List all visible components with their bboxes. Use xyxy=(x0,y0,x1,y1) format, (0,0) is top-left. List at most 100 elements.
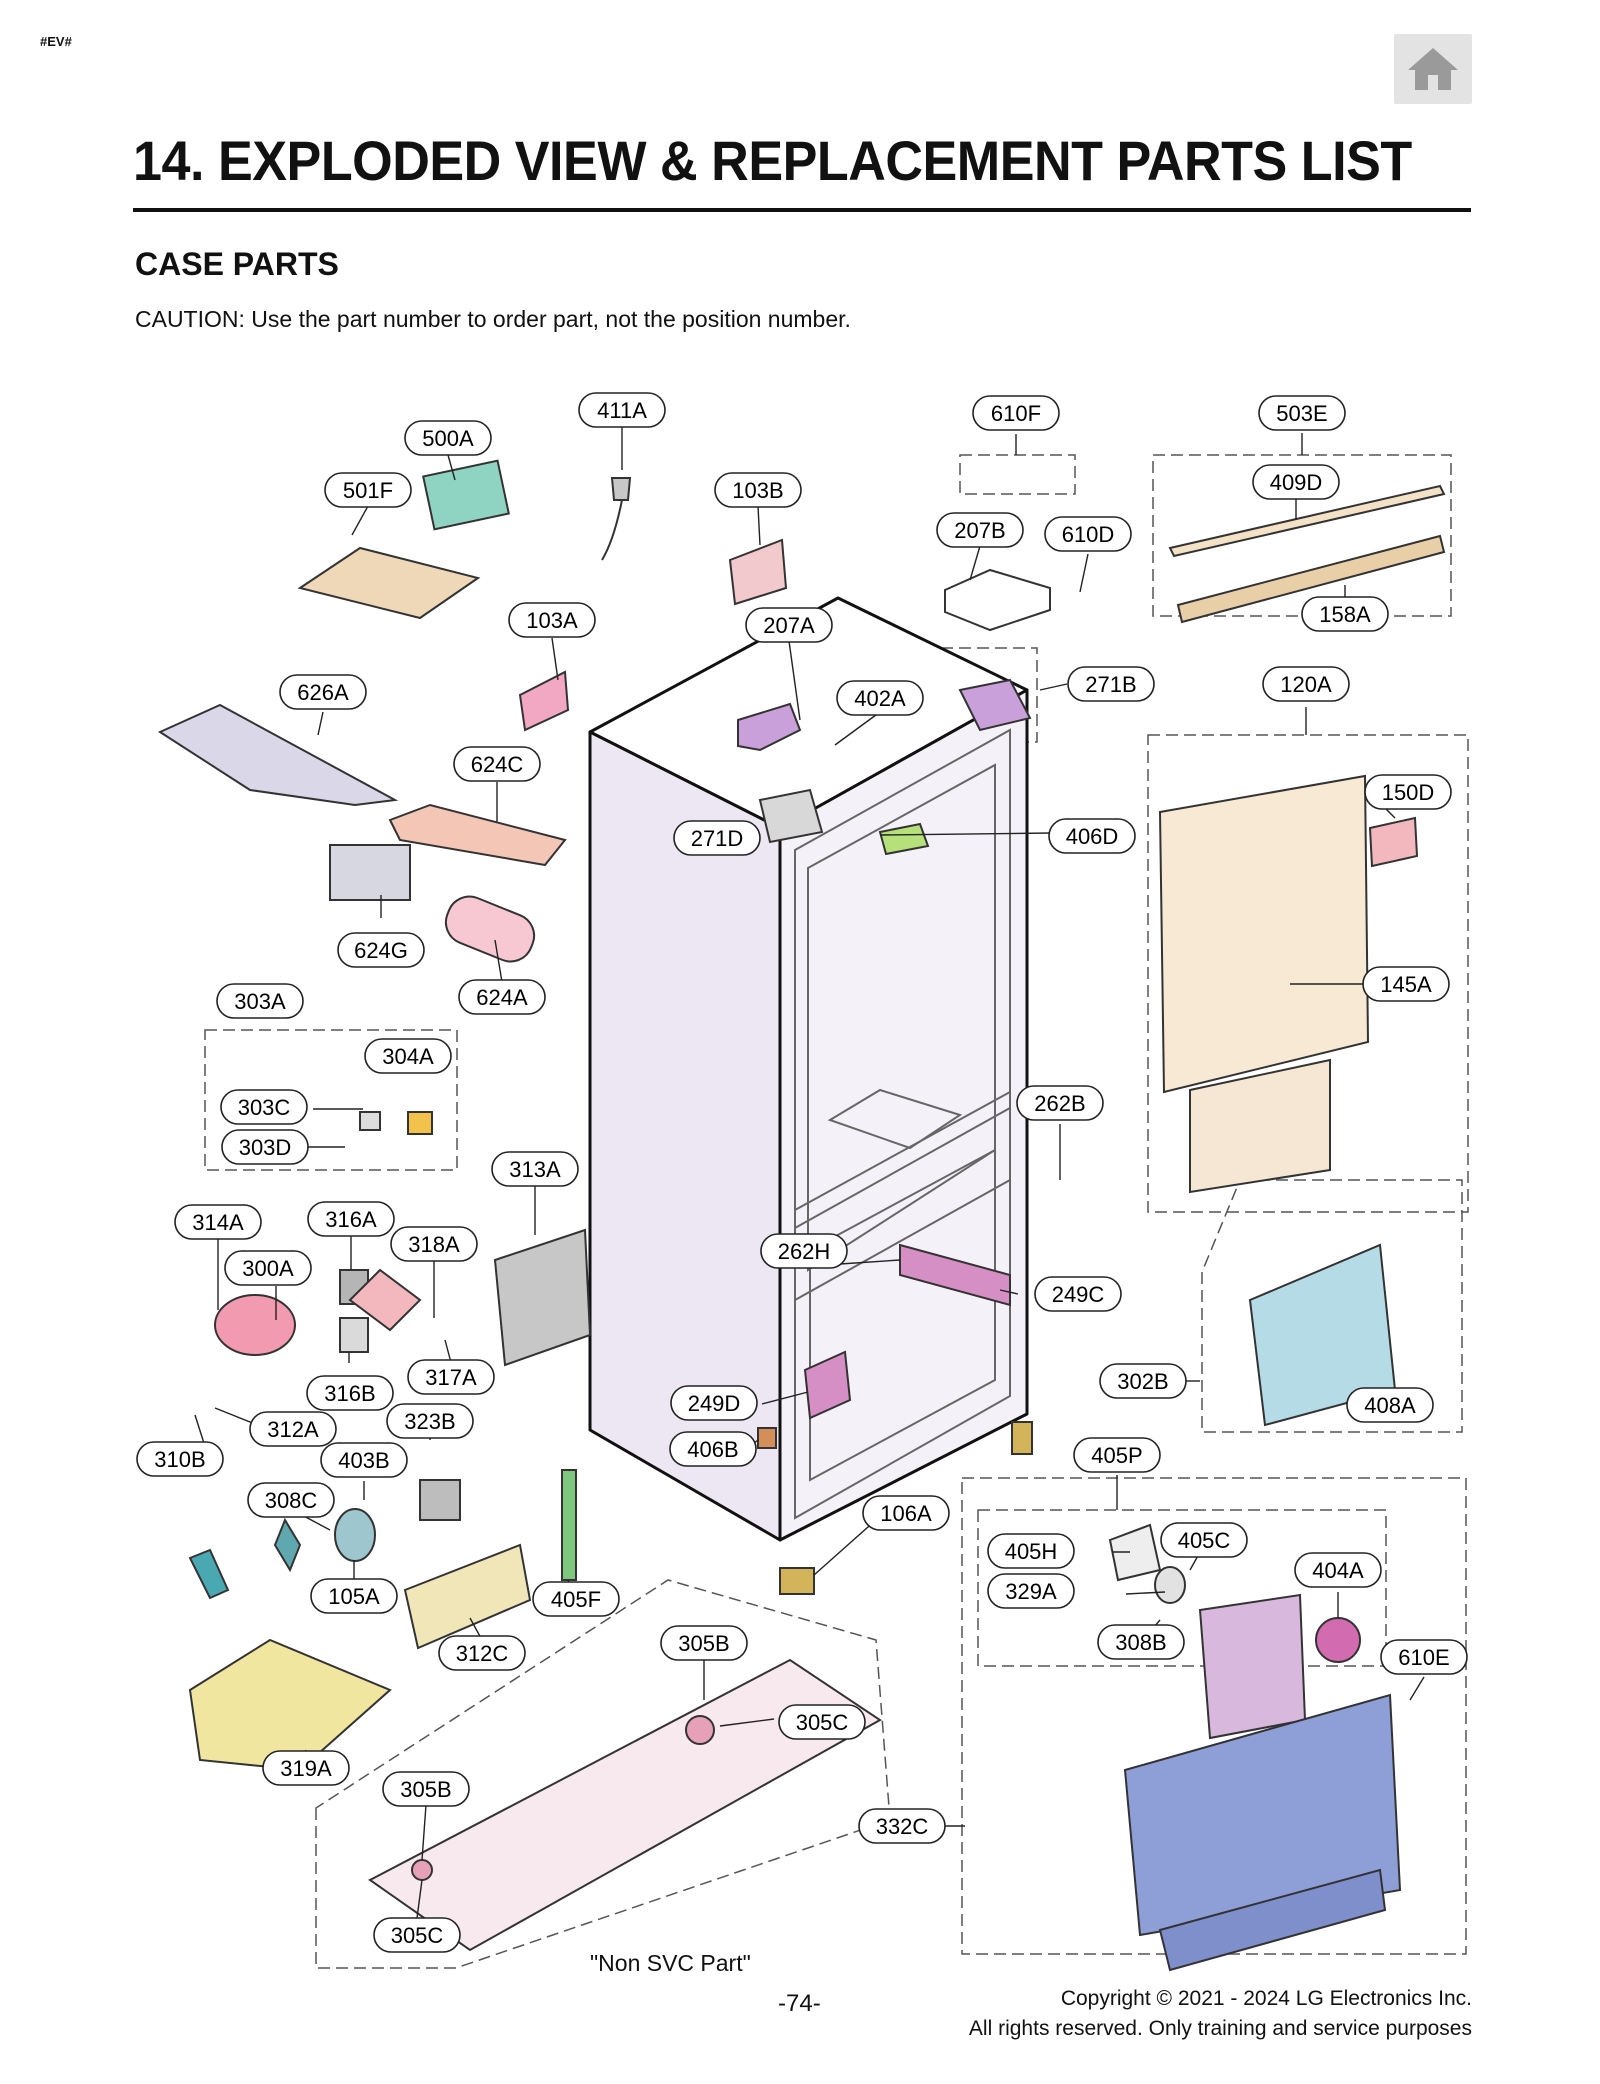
svg-text:158A: 158A xyxy=(1319,602,1371,627)
svg-text:624C: 624C xyxy=(471,752,524,777)
callout-303D: 303D xyxy=(221,1129,309,1165)
section-title: CASE PARTS xyxy=(135,246,339,282)
callout-305C: 305C xyxy=(778,1704,866,1740)
svg-text:103B: 103B xyxy=(732,478,783,503)
callout-318A: 318A xyxy=(390,1226,478,1262)
svg-text:312A: 312A xyxy=(267,1417,319,1442)
callout-150D: 150D xyxy=(1364,774,1452,810)
svg-text:312C: 312C xyxy=(456,1641,509,1666)
callout-305C-lower: 305C xyxy=(373,1917,461,1953)
callout-402A: 402A xyxy=(836,680,924,716)
svg-text:314A: 314A xyxy=(192,1210,244,1235)
home-icon xyxy=(1408,48,1458,90)
callout-501F: 501F xyxy=(324,472,412,508)
svg-text:310B: 310B xyxy=(154,1447,205,1472)
callout-405P: 405P xyxy=(1073,1437,1161,1473)
svg-text:302B: 302B xyxy=(1117,1369,1168,1394)
callout-308B: 308B xyxy=(1097,1624,1185,1660)
svg-text:411A: 411A xyxy=(597,398,647,423)
svg-text:610F: 610F xyxy=(991,401,1041,426)
callout-316B: 316B xyxy=(306,1375,394,1411)
svg-text:405P: 405P xyxy=(1091,1443,1142,1468)
svg-text:405F: 405F xyxy=(551,1587,601,1612)
svg-text:305C: 305C xyxy=(796,1710,849,1735)
callout-305B: 305B xyxy=(660,1625,748,1661)
svg-text:207A: 207A xyxy=(763,613,815,638)
svg-text:305B: 305B xyxy=(678,1631,729,1656)
svg-text:317A: 317A xyxy=(425,1365,477,1390)
group-box-303A xyxy=(204,1029,458,1171)
callout-303A: 303A xyxy=(216,983,304,1019)
svg-text:406D: 406D xyxy=(1066,824,1119,849)
svg-text:249D: 249D xyxy=(688,1391,741,1416)
svg-text:329A: 329A xyxy=(1005,1579,1057,1604)
svg-text:405C: 405C xyxy=(1178,1528,1231,1553)
callout-207A: 207A xyxy=(745,607,833,643)
svg-text:305B: 305B xyxy=(400,1777,451,1802)
svg-text:610E: 610E xyxy=(1398,1645,1449,1670)
svg-text:403B: 403B xyxy=(338,1448,389,1473)
callout-405C: 405C xyxy=(1160,1522,1248,1558)
svg-text:332C: 332C xyxy=(876,1814,929,1839)
callout-312A: 312A xyxy=(249,1411,337,1447)
svg-text:207B: 207B xyxy=(954,518,1005,543)
svg-text:103A: 103A xyxy=(526,608,578,633)
svg-text:120A: 120A xyxy=(1280,672,1332,697)
callout-610E: 610E xyxy=(1380,1639,1468,1675)
callout-120A: 120A xyxy=(1262,666,1350,702)
svg-text:409D: 409D xyxy=(1270,470,1323,495)
svg-text:303C: 303C xyxy=(238,1095,291,1120)
svg-text:319A: 319A xyxy=(280,1756,332,1781)
callout-626A: 626A xyxy=(279,674,367,710)
svg-text:624A: 624A xyxy=(476,985,528,1010)
callout-308C: 308C xyxy=(247,1482,335,1518)
callout-103B: 103B xyxy=(714,472,802,508)
callout-313A: 313A xyxy=(491,1151,579,1187)
callout-305B-lower: 305B xyxy=(382,1771,470,1807)
svg-text:105A: 105A xyxy=(328,1584,380,1609)
svg-text:150D: 150D xyxy=(1382,780,1435,805)
group-box-405P-inner xyxy=(977,1509,1387,1667)
page-title: 14. EXPLODED VIEW & REPLACEMENT PARTS LI… xyxy=(133,129,1412,192)
svg-text:303D: 303D xyxy=(239,1135,292,1160)
group-box-120A xyxy=(1147,734,1469,1213)
svg-text:624G: 624G xyxy=(354,938,408,963)
callout-411A: 411A xyxy=(578,392,666,428)
svg-text:406B: 406B xyxy=(687,1437,738,1462)
svg-text:106A: 106A xyxy=(880,1501,932,1526)
callout-500A: 500A xyxy=(404,420,492,456)
callout-145A: 145A xyxy=(1362,966,1450,1002)
callout-312C: 312C xyxy=(438,1635,526,1671)
callout-405H: 405H xyxy=(987,1533,1075,1569)
callout-319A: 319A xyxy=(262,1750,350,1786)
svg-text:402A: 402A xyxy=(854,686,906,711)
callout-271B: 271B xyxy=(1067,666,1155,702)
title-rule xyxy=(133,208,1471,212)
caution-note: CAUTION: Use the part number to order pa… xyxy=(135,306,851,332)
parts-artwork xyxy=(157,424,1469,1972)
svg-text:408A: 408A xyxy=(1364,1393,1416,1418)
callout-624C: 624C xyxy=(453,746,541,782)
svg-text:323B: 323B xyxy=(404,1409,455,1434)
callout-405F: 405F xyxy=(532,1581,620,1617)
svg-text:404A: 404A xyxy=(1312,1558,1364,1583)
svg-text:308C: 308C xyxy=(265,1488,318,1513)
svg-text:304A: 304A xyxy=(382,1044,434,1069)
callout-103A: 103A xyxy=(508,602,596,638)
svg-text:308B: 308B xyxy=(1115,1630,1166,1655)
callout-302B: 302B xyxy=(1099,1363,1187,1399)
callout-310B: 310B xyxy=(136,1441,224,1477)
group-box-302B xyxy=(1201,1179,1463,1433)
callout-624A: 624A xyxy=(458,979,546,1015)
svg-text:271D: 271D xyxy=(691,826,744,851)
callout-610F: 610F xyxy=(972,395,1060,431)
callout-329A: 329A xyxy=(987,1573,1075,1609)
copyright-line: Copyright © 2021 - 2024 LG Electronics I… xyxy=(1060,1987,1472,2010)
svg-text:300A: 300A xyxy=(242,1256,294,1281)
callout-314A: 314A xyxy=(174,1204,262,1240)
home-button[interactable] xyxy=(1394,34,1472,104)
svg-text:145A: 145A xyxy=(1380,972,1432,997)
corner-tag: #EV# xyxy=(40,34,72,49)
callout-403B: 403B xyxy=(320,1442,408,1478)
